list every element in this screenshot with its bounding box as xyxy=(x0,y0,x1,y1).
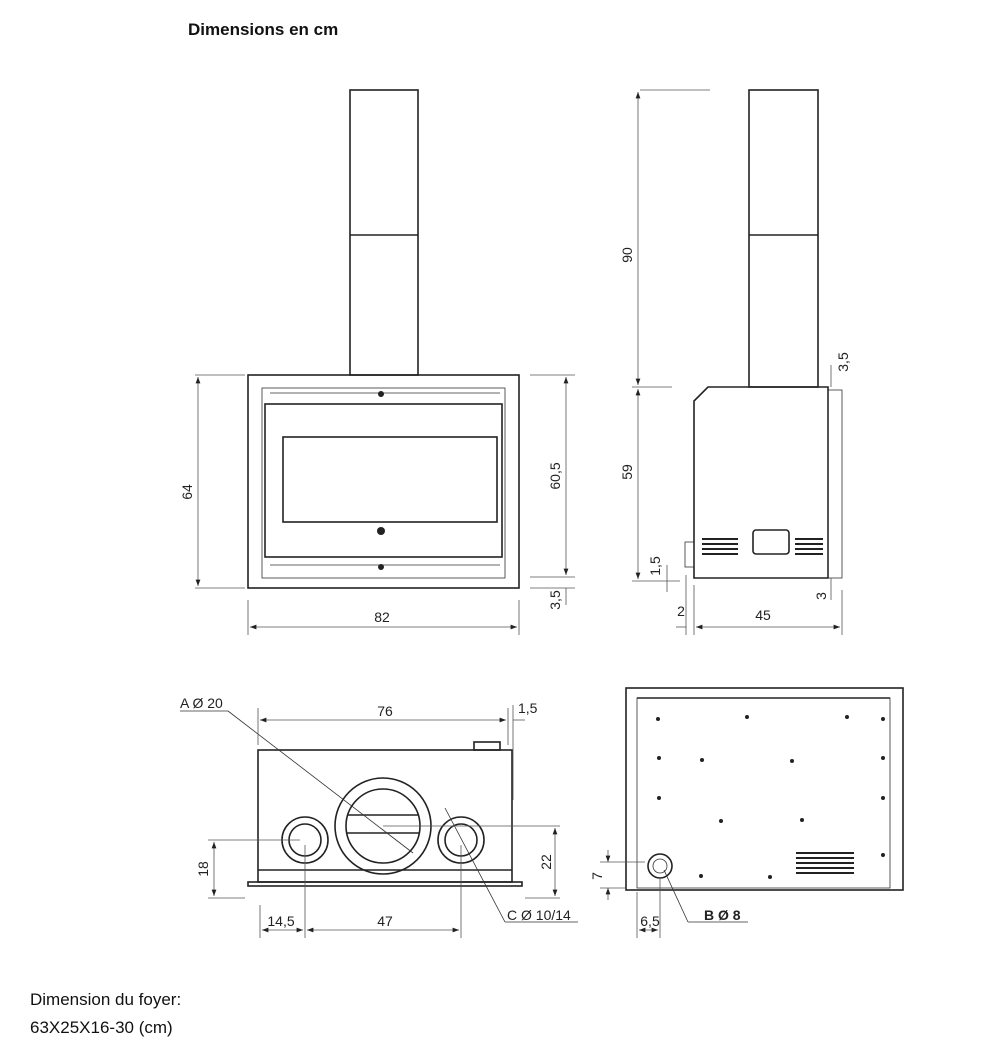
side-view: 90 59 1,5 3,5 3 2 45 xyxy=(619,89,851,635)
dim-height-left: 18 xyxy=(195,861,211,877)
dim-bottom-offset: 1,5 xyxy=(647,556,663,576)
dim-front-offset: 3 xyxy=(813,592,829,600)
dim-flue-height: 90 xyxy=(619,247,635,263)
logo-icon xyxy=(377,527,385,535)
dim-bottom-width: 76 xyxy=(377,703,393,719)
dim-spacing: 47 xyxy=(377,913,393,929)
dim-door-height: 60,5 xyxy=(547,462,563,489)
page-title: Dimensions en cm xyxy=(188,20,339,39)
dim-left-offset: 14,5 xyxy=(267,913,294,929)
front-view: 64 60,5 3,5 82 xyxy=(179,89,575,635)
dim-top-offset: 3,5 xyxy=(835,352,851,372)
dim-base-offset: 3,5 xyxy=(547,590,563,610)
label-inlet-b: B Ø 8 xyxy=(704,907,741,923)
label-outlet-a: A Ø 20 xyxy=(180,695,223,711)
dim-inlet-offset: 6,5 xyxy=(640,913,660,929)
dim-back-offset: 2 xyxy=(677,603,685,619)
dim-front-height: 64 xyxy=(179,484,195,500)
footer-label: Dimension du foyer: xyxy=(30,990,182,1009)
dim-front-width: 82 xyxy=(374,609,390,625)
footer-value: 63X25X16-30 (cm) xyxy=(30,1018,173,1037)
back-view: B Ø 8 7 6,5 xyxy=(589,687,904,938)
dim-body-height: 59 xyxy=(619,464,635,480)
label-outlet-c: C Ø 10/14 xyxy=(507,907,571,923)
dim-edge-offset: 1,5 xyxy=(518,700,538,716)
dim-inlet-height: 7 xyxy=(589,872,605,880)
dim-depth: 45 xyxy=(755,607,771,623)
bottom-view: A Ø 20 C Ø 10/14 76 1,5 18 22 14,5 47 xyxy=(180,695,578,938)
dim-height-right: 22 xyxy=(538,854,554,870)
